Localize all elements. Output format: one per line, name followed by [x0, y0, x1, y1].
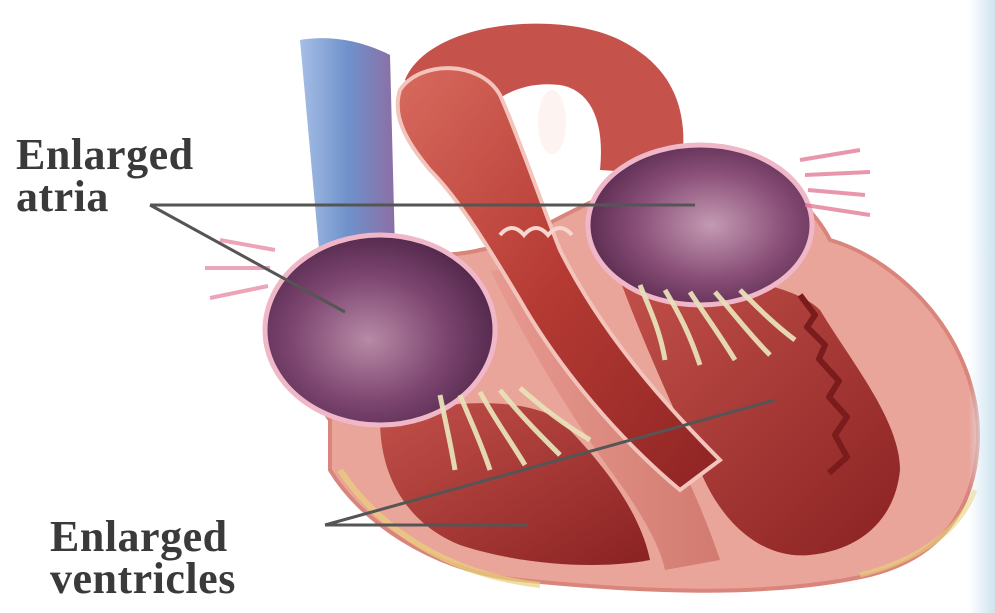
aorta-opening: [538, 90, 566, 154]
label-atria-line1: Enlarged: [16, 134, 194, 176]
label-ventricles-line1: Enlarged: [50, 516, 236, 558]
label-enlarged-atria: Enlarged atria: [16, 134, 194, 218]
pulmonary-veins: [800, 150, 870, 215]
label-atria-line2: atria: [16, 176, 194, 218]
left-atrium: [588, 145, 812, 305]
right-edge-fade: [969, 0, 995, 613]
vena-cava: [300, 38, 395, 260]
label-ventricles-line2: ventricles: [50, 558, 236, 600]
label-enlarged-ventricles: Enlarged ventricles: [50, 516, 236, 600]
